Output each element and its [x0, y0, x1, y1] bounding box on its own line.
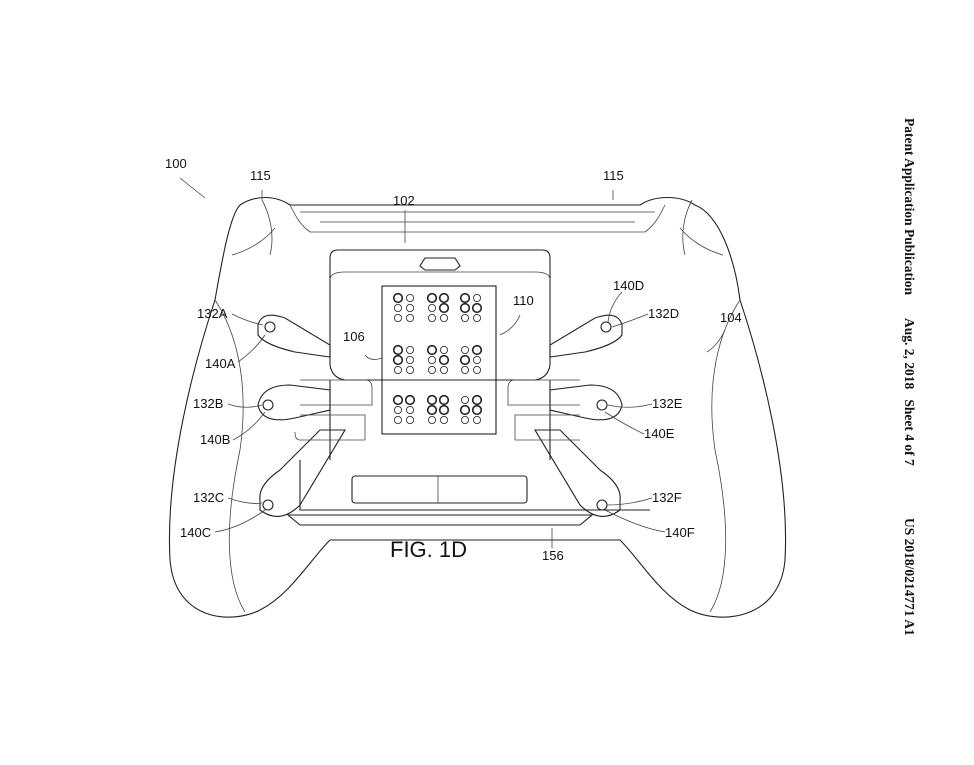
braille-dot-flat [439, 313, 448, 322]
braille-dot-flat [460, 415, 469, 424]
braille-dot-flat [439, 415, 448, 424]
braille-dot-raised [471, 394, 483, 406]
braille-dot-flat [439, 365, 448, 374]
label-132E: 132E [652, 396, 683, 411]
label-102: 102 [393, 193, 415, 208]
label-140C: 140C [180, 525, 211, 540]
braille-dot-flat [393, 405, 402, 414]
braille-dot-raised [392, 292, 404, 304]
braille-dot-flat [427, 303, 436, 312]
braille-dot-raised [426, 292, 438, 304]
braille-dot-raised [471, 344, 483, 356]
braille-dot-flat [472, 415, 481, 424]
braille-dot-raised [471, 302, 483, 314]
paddle-132C [259, 429, 346, 517]
braille-dot-flat [405, 355, 414, 364]
label-115-left: 115 [250, 168, 271, 183]
braille-dot-raised [426, 394, 438, 406]
label-140B: 140B [200, 432, 230, 447]
label-156: 156 [542, 548, 564, 563]
braille-dot-raised [459, 292, 471, 304]
paddles [257, 314, 623, 517]
reference-labels: 100 115 115 102 110 106 104 132A 140A 13… [165, 156, 742, 563]
braille-dot-flat [460, 313, 469, 322]
paddle-132F [534, 429, 621, 517]
braille-dot-raised [426, 404, 438, 416]
braille-dot-flat [405, 405, 414, 414]
label-140F: 140F [665, 525, 695, 540]
braille-dot-flat [405, 415, 414, 424]
braille-dot-raised [438, 354, 450, 366]
label-140E: 140E [644, 426, 675, 441]
label-104: 104 [720, 310, 742, 325]
braille-dot-raised [459, 302, 471, 314]
paddle-132B [257, 384, 331, 421]
label-140A: 140A [205, 356, 236, 371]
braille-dot-flat [405, 365, 414, 374]
braille-dot-raised [438, 404, 450, 416]
braille-dot-raised [392, 344, 404, 356]
label-106: 106 [343, 329, 365, 344]
braille-dot-raised [438, 292, 450, 304]
pivot-pins [262, 321, 612, 511]
paddle-132A [257, 314, 331, 358]
label-132C: 132C [193, 490, 224, 505]
braille-dot-flat [472, 313, 481, 322]
braille-dot-raised [404, 394, 416, 406]
label-132A: 132A [197, 306, 228, 321]
braille-dot-flat [393, 303, 402, 312]
braille-dot-flat [427, 355, 436, 364]
braille-dot-raised [438, 302, 450, 314]
controller-body [168, 196, 787, 618]
braille-dot-flat [427, 365, 436, 374]
label-140D: 140D [613, 278, 644, 293]
braille-dot-raised [426, 344, 438, 356]
braille-dot-flat [472, 293, 481, 302]
label-132F: 132F [652, 490, 682, 505]
braille-dot-raised [471, 404, 483, 416]
braille-dot-flat [427, 415, 436, 424]
braille-dot-raised [438, 394, 450, 406]
braille-dot-flat [393, 365, 402, 374]
braille-dot-flat [472, 355, 481, 364]
braille-dot-flat [460, 395, 469, 404]
braille-display [392, 292, 483, 424]
paddle-132D [549, 314, 623, 358]
leader-lines [179, 177, 726, 548]
label-100: 100 [165, 156, 187, 171]
braille-dot-raised [392, 354, 404, 366]
label-115-right: 115 [603, 168, 624, 183]
paddle-132E [549, 384, 623, 421]
label-132D: 132D [648, 306, 679, 321]
rear-module [286, 249, 650, 526]
braille-dot-flat [405, 313, 414, 322]
braille-dot-flat [427, 313, 436, 322]
figure-caption: FIG. 1D [390, 537, 467, 562]
braille-dot-flat [393, 415, 402, 424]
braille-dot-flat [472, 365, 481, 374]
braille-dot-flat [405, 303, 414, 312]
braille-dot-flat [393, 313, 402, 322]
braille-dot-flat [439, 345, 448, 354]
braille-dot-flat [405, 345, 414, 354]
braille-dot-raised [392, 394, 404, 406]
braille-dot-flat [460, 365, 469, 374]
braille-dot-flat [405, 293, 414, 302]
label-132B: 132B [193, 396, 223, 411]
braille-dot-raised [459, 354, 471, 366]
braille-dot-flat [460, 345, 469, 354]
braille-dot-raised [459, 404, 471, 416]
label-110: 110 [513, 293, 534, 308]
